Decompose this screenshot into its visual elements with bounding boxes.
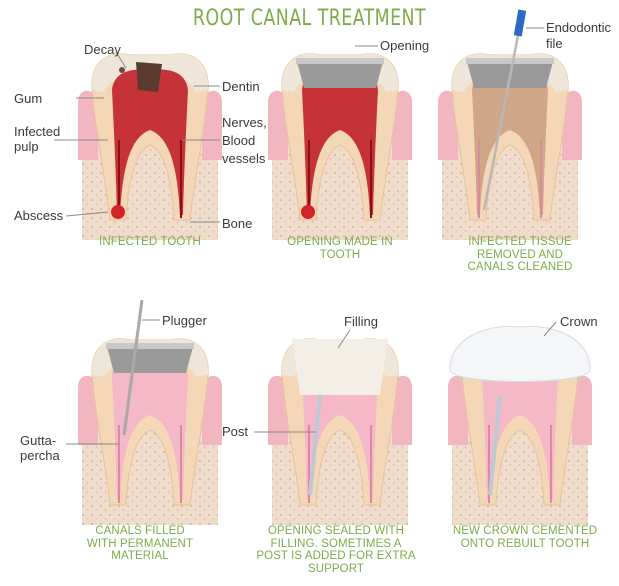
caption-line: TOOTH: [260, 249, 420, 262]
label-opening: Opening: [380, 38, 429, 54]
caption-step-1: INFECTED TOOTH: [70, 236, 230, 249]
label-decay: Decay: [84, 42, 121, 58]
opening-rim: [106, 343, 194, 349]
caption-step-3: INFECTED TISSUE REMOVED AND CANALS CLEAN…: [440, 236, 600, 274]
caption-line: NEW CROWN CEMENTED: [440, 525, 610, 538]
label-nerves-1: Nerves,: [222, 115, 267, 131]
label-filling: Filling: [344, 314, 378, 330]
decay-fleck: [119, 67, 125, 73]
label-endodontic-2: file: [546, 36, 563, 52]
label-abscess: Abscess: [14, 208, 63, 224]
filling: [292, 339, 388, 395]
decay-spot: [136, 62, 162, 92]
caption-step-4: CANALS FILLED WITH PERMANENT MATERIAL: [60, 525, 220, 563]
label-nerves-3: vessels: [222, 151, 265, 167]
caption-step-5: OPENING SEALED WITH FILLING. SOMETIMES A…: [250, 525, 422, 575]
caption-line: INFECTED TOOTH: [70, 236, 230, 249]
caption-line: OPENING SEALED WITH: [250, 525, 422, 538]
caption-line: ONTO REBUILT TOOTH: [440, 538, 610, 551]
crown: [450, 326, 590, 381]
opening-rim: [296, 58, 384, 64]
caption-step-6: NEW CROWN CEMENTED ONTO REBUILT TOOTH: [440, 525, 610, 550]
label-gutta-1: Gutta-: [20, 433, 56, 449]
abscess-bulb: [111, 205, 125, 219]
label-crown: Crown: [560, 314, 598, 330]
page-title: ROOT CANAL TREATMENT: [37, 6, 582, 31]
tooth-step-2: [268, 54, 412, 240]
caption-step-2: OPENING MADE IN TOOTH: [260, 236, 420, 261]
label-dentin: Dentin: [222, 79, 260, 95]
caption-line: CANALS CLEANED: [440, 261, 600, 274]
opening-rim: [466, 58, 554, 64]
caption-line: INFECTED TISSUE: [440, 236, 600, 249]
caption-line: POST IS ADDED FOR EXTRA: [250, 550, 422, 563]
tooth-step-4: [78, 300, 222, 525]
label-endodontic-1: Endodontic: [546, 20, 611, 36]
label-post: Post: [222, 424, 248, 440]
caption-line: MATERIAL: [60, 550, 220, 563]
label-bone: Bone: [222, 216, 252, 232]
caption-line: OPENING MADE IN: [260, 236, 420, 249]
label-gutta-2: percha: [20, 448, 60, 464]
caption-line: REMOVED AND: [440, 249, 600, 262]
tooth-step-6: [448, 326, 592, 525]
caption-line: WITH PERMANENT: [60, 538, 220, 551]
caption-line: FILLING. SOMETIMES A: [250, 538, 422, 551]
caption-line: CANALS FILLED: [60, 525, 220, 538]
label-infected-pulp-1: Infected: [14, 124, 60, 140]
tooth-step-1: [78, 54, 222, 240]
label-gum: Gum: [14, 91, 42, 107]
label-nerves-2: Blood: [222, 133, 255, 149]
abscess-bulb: [301, 205, 315, 219]
caption-line: SUPPORT: [250, 563, 422, 576]
label-infected-pulp-2: pulp: [14, 139, 39, 155]
label-plugger: Plugger: [162, 313, 207, 329]
